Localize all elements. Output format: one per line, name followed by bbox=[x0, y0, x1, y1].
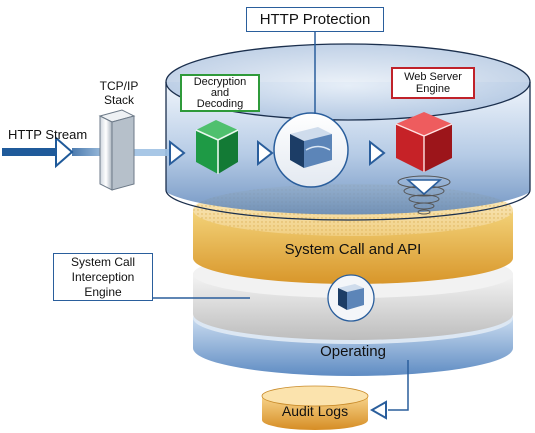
software-box-icon bbox=[327, 274, 375, 322]
operating-text: Operating bbox=[320, 343, 386, 360]
http-protection-label: HTTP Protection bbox=[246, 7, 384, 32]
web-server-line1: Web Server bbox=[404, 71, 462, 83]
chevron-arrow-icon bbox=[369, 400, 387, 420]
operating-label: Operating bbox=[193, 343, 513, 360]
software-box-icon bbox=[273, 112, 349, 188]
interception-line3: Engine bbox=[84, 284, 122, 299]
interception-engine-label: System Call Interception Engine bbox=[53, 253, 153, 301]
decryption-line3: Decoding bbox=[196, 97, 244, 110]
tcp-ip-stack-label: TCP/IP Stack bbox=[91, 79, 147, 107]
web-server-engine-label: Web Server Engine bbox=[391, 67, 475, 99]
http-protection-text: HTTP Protection bbox=[259, 11, 371, 28]
system-call-api-text: System Call and API bbox=[284, 241, 422, 258]
chevron-arrow-icon bbox=[169, 139, 186, 167]
http-stream-arrow bbox=[2, 135, 112, 169]
decryption-label: Decryption and Decoding bbox=[180, 74, 260, 112]
interception-line2: Interception bbox=[71, 269, 135, 284]
interception-line1: System Call bbox=[70, 254, 135, 269]
decryption-line1: Decryption bbox=[193, 75, 247, 88]
interception-spiral-icon bbox=[397, 175, 451, 215]
audit-log-cylinder bbox=[261, 385, 369, 430]
decryption-line2: and bbox=[210, 86, 230, 99]
http-stream-label: HTTP Stream bbox=[8, 127, 87, 142]
tcp-ip-tower bbox=[98, 109, 136, 191]
tcp-ip-line1: TCP/IP bbox=[99, 79, 139, 93]
audit-logs-text: Audit Logs bbox=[281, 403, 349, 419]
http-stream-text: HTTP Stream bbox=[8, 127, 88, 142]
web-server-line2: Engine bbox=[415, 83, 451, 95]
chevron-arrow-icon bbox=[257, 139, 274, 167]
tcp-ip-line2: Stack bbox=[103, 93, 134, 107]
audit-logs-label: Audit Logs bbox=[262, 403, 368, 419]
web-server-cube-icon bbox=[395, 112, 453, 172]
audit-connector bbox=[388, 360, 409, 411]
decryption-cube-icon bbox=[195, 120, 239, 174]
stream-connector bbox=[134, 149, 174, 156]
system-call-api-label: System Call and API bbox=[193, 241, 513, 258]
chevron-arrow-icon bbox=[369, 139, 386, 167]
